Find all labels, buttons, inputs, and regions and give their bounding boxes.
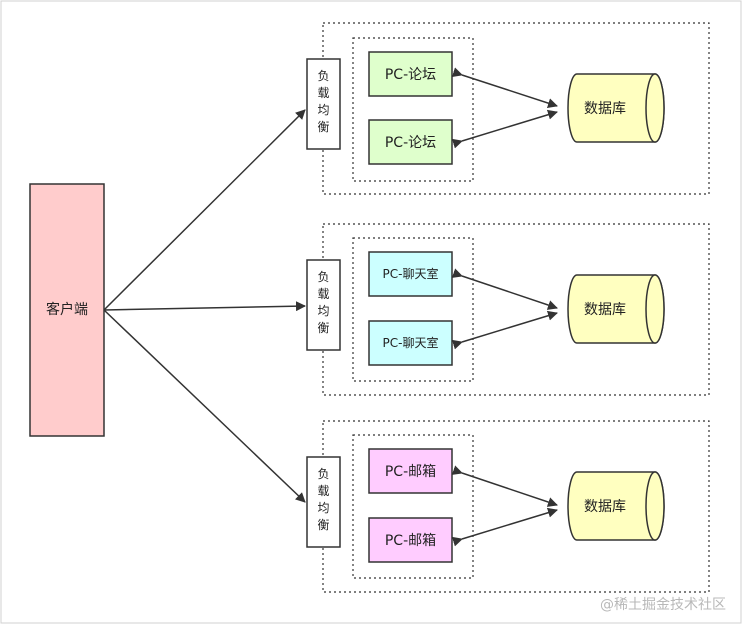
group-1-server-1-db-link: [451, 67, 558, 108]
group-3-database-icon: [567, 471, 665, 541]
group-2-server-2-label: PC-聊天室: [383, 335, 439, 350]
group-3-server-2: [368, 517, 453, 563]
group-3-server-2-db-link: [451, 507, 558, 547]
client-label: 客户端: [46, 301, 88, 318]
group-1-server-2-db-link: [451, 109, 558, 149]
group-2-server-1-db-link: [451, 268, 558, 310]
group-1-container: [322, 22, 710, 195]
group-1-server-2-label: PC-论坛: [385, 135, 436, 151]
group-1-server-cluster: [352, 37, 474, 182]
group-1: 负载均衡 PC-论坛 PC-论坛 数据库: [306, 22, 710, 195]
group-3-server-1-db-link: [451, 465, 558, 507]
group-1-server-1-label: PC-论坛: [385, 67, 436, 83]
group-3-load-balancer: [306, 456, 341, 548]
group-3-lb-label: 负载均衡: [317, 467, 329, 532]
client-node: 客户端: [29, 183, 105, 437]
group-3-database-label: 数据库: [584, 499, 626, 515]
group-1-load-balancer: [306, 58, 341, 150]
group-1-database-label: 数据库: [584, 101, 626, 117]
client-box: [29, 183, 105, 437]
group-2-lb-label: 负载均衡: [317, 270, 329, 335]
group-3-container: [322, 420, 710, 593]
group-1-database-icon: [567, 73, 665, 143]
group-2-load-balancer: [306, 259, 341, 351]
group-1-lb-label: 负载均衡: [317, 69, 329, 134]
watermark: @稀土掘金技术社区: [600, 597, 726, 613]
group-3-server-2-label: PC-邮箱: [385, 533, 436, 549]
group-3-server-1-label: PC-邮箱: [385, 464, 436, 480]
group-2-server-2: [368, 320, 453, 366]
group-2-server-2-db-link: [451, 310, 558, 350]
group-2-database-icon: [567, 274, 665, 344]
group-2: 负载均衡 PC-聊天室 PC-聊天室 数据库: [306, 223, 710, 396]
group-2-container: [322, 223, 710, 396]
group-2-database-label: 数据库: [584, 302, 626, 318]
group-3: 负载均衡 PC-邮箱 PC-邮箱 数据库: [306, 420, 710, 593]
group-1-server-1: [368, 51, 453, 97]
group-2-server-1-label: PC-聊天室: [383, 266, 439, 281]
client-to-lb-2-arrow: [103, 301, 306, 312]
client-to-lb-1-arrow: [103, 109, 306, 311]
client-to-lb-3-arrow: [103, 309, 306, 503]
